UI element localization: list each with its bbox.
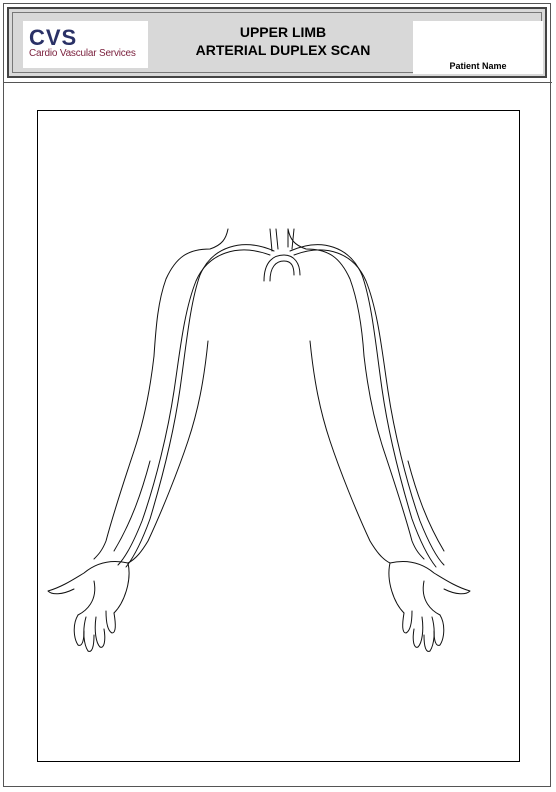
cvs-logo: CVS Cardio Vascular Services: [23, 21, 148, 68]
form-header: CVS Cardio Vascular Services UPPER LIMB …: [7, 7, 547, 78]
diagram-frame: [37, 110, 520, 762]
header-inner-panel: CVS Cardio Vascular Services UPPER LIMB …: [12, 12, 542, 73]
title-line-2: ARTERIAL DUPLEX SCAN: [153, 41, 413, 59]
form-title: UPPER LIMB ARTERIAL DUPLEX SCAN: [153, 23, 413, 59]
patient-name-label: Patient Name: [413, 61, 543, 71]
title-line-1: UPPER LIMB: [153, 23, 413, 41]
form-page: CVS Cardio Vascular Services UPPER LIMB …: [3, 3, 551, 787]
patient-name-field[interactable]: Patient Name: [413, 21, 543, 74]
upper-limb-arterial-anatomy-icon: [38, 111, 519, 761]
logo-name: Cardio Vascular Services: [29, 48, 136, 59]
header-divider: [4, 82, 552, 83]
